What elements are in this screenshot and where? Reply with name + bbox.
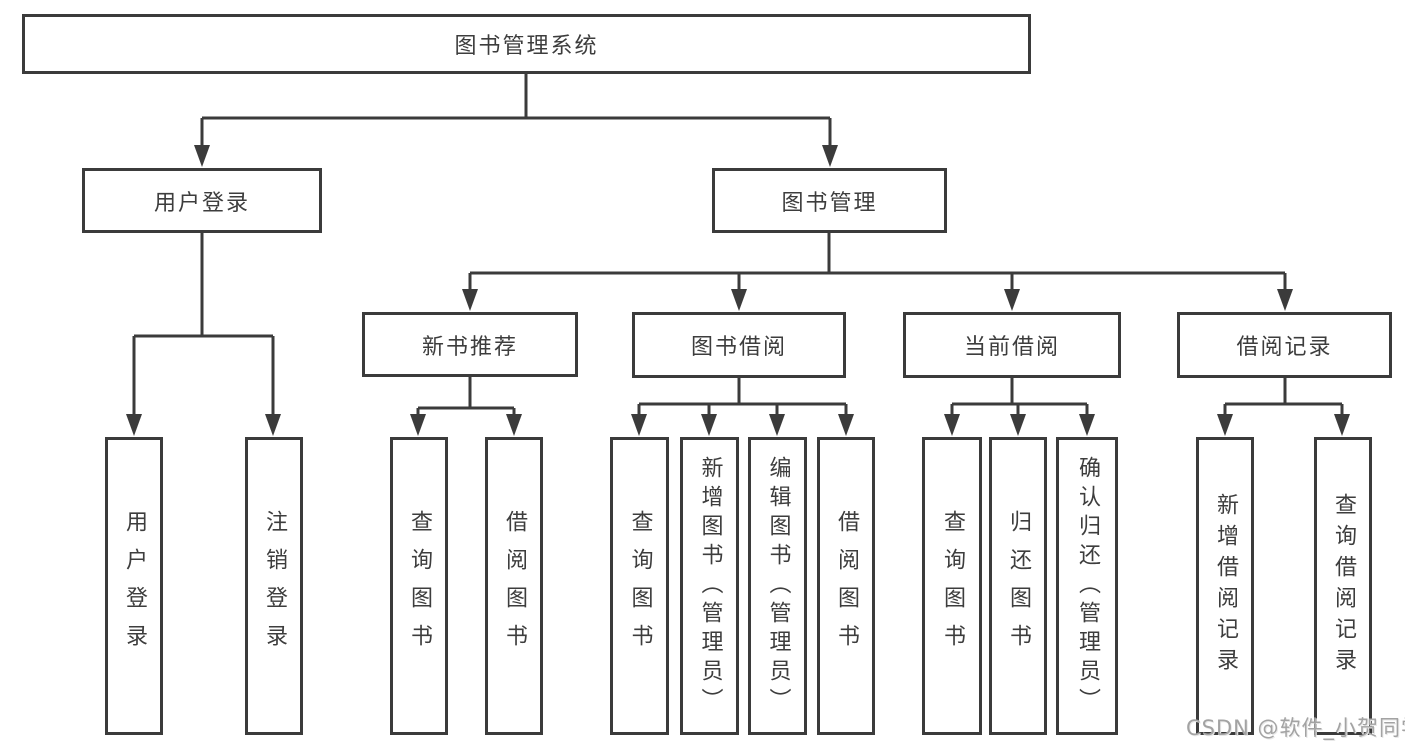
node-new-book-recommend: 新书推荐 (362, 312, 578, 377)
node-borrow-records: 借阅记录 (1177, 312, 1392, 378)
leaf-logout-label: 注销登录 (262, 510, 287, 662)
leaf-recommend-query-book-label: 查询图书 (407, 510, 432, 662)
leaf-borrow-edit-book-admin: 编辑图书（管理员） (748, 437, 807, 735)
leaf-login: 用户登录 (105, 437, 163, 735)
node-borrow-records-label: 借阅记录 (1236, 335, 1333, 360)
leaf-borrow-borrow-book: 借阅图书 (817, 437, 875, 735)
leaf-logout: 注销登录 (245, 437, 303, 735)
node-book-management: 图书管理 (712, 168, 947, 233)
leaf-borrow-query-book: 查询图书 (610, 437, 669, 735)
leaf-borrow-edit-book-admin-label: 编辑图书（管理员） (765, 455, 791, 717)
node-book-management-label: 图书管理 (781, 190, 878, 216)
node-book-borrow-label: 图书借阅 (690, 335, 787, 360)
node-new-book-recommend-label: 新书推荐 (421, 334, 518, 360)
leaf-current-return-book-label: 归还图书 (1006, 510, 1031, 662)
node-book-borrow: 图书借阅 (632, 312, 846, 378)
leaf-recommend-borrow-book: 借阅图书 (485, 437, 543, 735)
watermark: CSDN @软件_小贺同学 (1186, 716, 1405, 740)
node-current-borrow: 当前借阅 (903, 312, 1121, 378)
leaf-recommend-borrow-book-label: 借阅图书 (502, 510, 527, 662)
leaf-borrow-add-book-admin: 新增图书（管理员） (680, 437, 739, 735)
node-user-login: 用户登录 (82, 168, 322, 233)
leaf-borrow-add-book-admin-label: 新增图书（管理员） (697, 455, 723, 717)
leaf-borrow-borrow-book-label: 借阅图书 (834, 510, 859, 662)
leaf-records-query-record-label: 查询借阅记录 (1331, 493, 1356, 679)
leaf-current-query-book: 查询图书 (922, 437, 982, 735)
leaf-records-query-record: 查询借阅记录 (1314, 437, 1372, 735)
leaf-records-add-record-label: 新增借阅记录 (1213, 493, 1238, 679)
leaf-recommend-query-book: 查询图书 (390, 437, 448, 735)
leaf-current-return-book: 归还图书 (989, 437, 1047, 735)
leaf-current-query-book-label: 查询图书 (940, 510, 965, 662)
leaf-current-confirm-return-admin-label: 确认归还（管理员） (1075, 455, 1100, 717)
leaf-current-confirm-return-admin: 确认归还（管理员） (1056, 437, 1118, 735)
node-library-system: 图书管理系统 (22, 14, 1031, 74)
leaf-borrow-query-book-label: 查询图书 (627, 510, 653, 662)
leaf-records-add-record: 新增借阅记录 (1196, 437, 1254, 735)
node-library-system-label: 图书管理系统 (454, 34, 599, 59)
node-user-login-label: 用户登录 (153, 190, 250, 216)
leaf-login-label: 用户登录 (122, 510, 147, 662)
node-current-borrow-label: 当前借阅 (963, 335, 1060, 360)
